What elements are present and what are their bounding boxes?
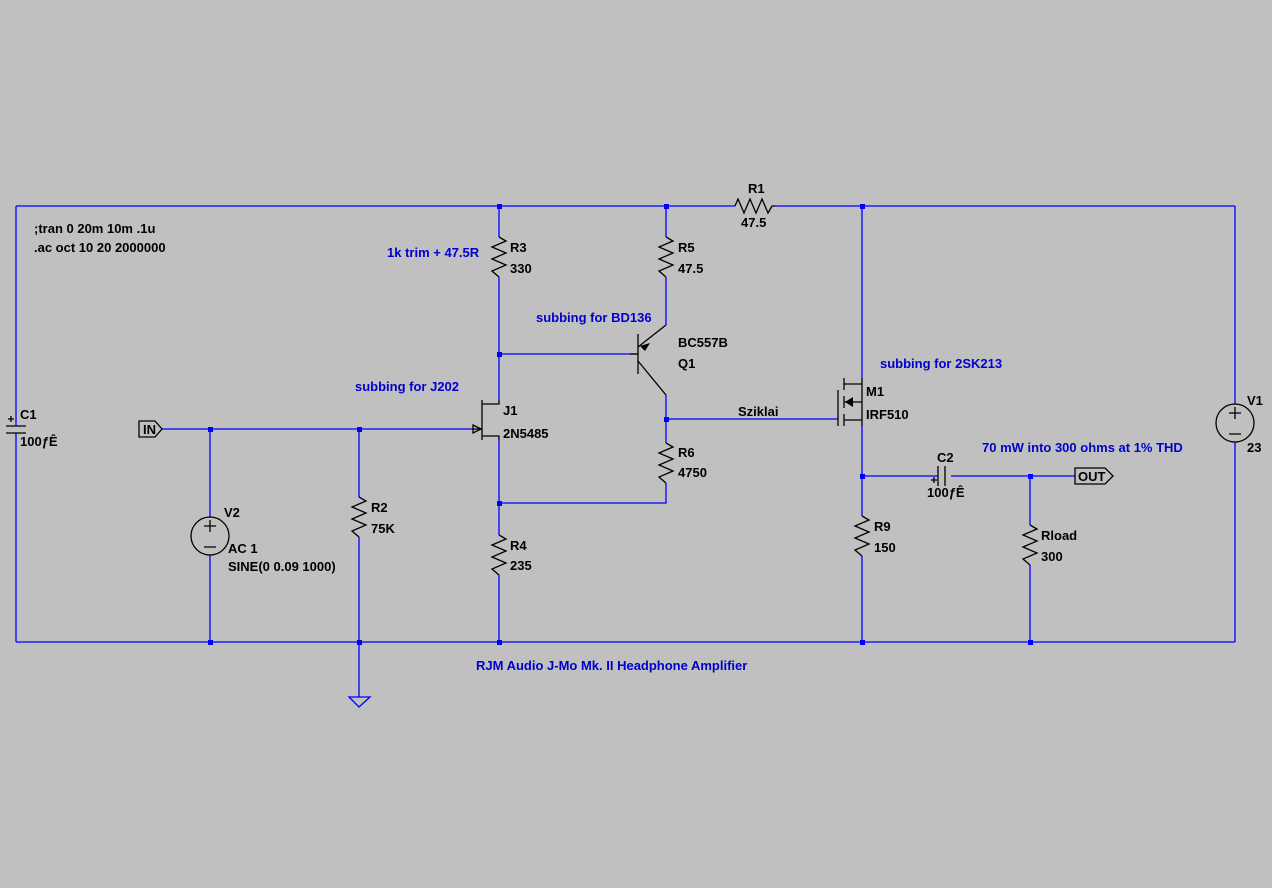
resistor-r3-symbol: [490, 236, 508, 278]
comment-2sk213: subbing for 2SK213: [880, 356, 1002, 371]
q1-model: BC557B: [678, 335, 728, 350]
sziklai-label: Sziklai: [738, 404, 778, 419]
voltage-source-v1-icon: [1215, 403, 1255, 443]
r9-value: 150: [874, 540, 896, 555]
r6-name: R6: [678, 445, 695, 460]
c1-name: C1: [20, 407, 37, 422]
r4-name: R4: [510, 538, 527, 553]
r5-value: 47.5: [678, 261, 703, 276]
v2-value: AC 1: [228, 541, 258, 556]
m1-model: IRF510: [866, 407, 909, 422]
r1-value: 47.5: [741, 215, 766, 230]
v2-name: V2: [224, 505, 240, 520]
jfet-j1-symbol: [472, 400, 500, 440]
resistor-r9-symbol: [853, 515, 871, 557]
wires: [15, 205, 1236, 697]
v1-name: V1: [1247, 393, 1263, 408]
r2-name: R2: [371, 500, 388, 515]
resistor-r1-symbol: [734, 197, 775, 215]
v2-sine: SINE(0 0.09 1000): [228, 559, 336, 574]
resistor-r4-symbol: [490, 534, 508, 576]
mosfet-m1-symbol: [837, 378, 863, 426]
c2-value: 100ƒÊ: [927, 485, 965, 500]
comment-j202: subbing for J202: [355, 379, 459, 394]
r6-value: 4750: [678, 465, 707, 480]
c2-name: C2: [937, 450, 954, 465]
rload-value: 300: [1041, 549, 1063, 564]
resistor-r2-symbol: [350, 496, 368, 538]
v1-value: 23: [1247, 440, 1261, 455]
c1-value: 100ƒÊ: [20, 434, 58, 449]
capacitor-c1-symbol: [6, 416, 26, 434]
input-port-flag: IN: [138, 420, 163, 438]
q1-name: Q1: [678, 356, 695, 371]
rload-name: Rload: [1041, 528, 1077, 543]
capacitor-c2-symbol: [931, 466, 946, 486]
input-port-label: IN: [143, 422, 156, 437]
output-port-label: OUT: [1078, 469, 1106, 484]
r1-name: R1: [748, 181, 765, 196]
directive-ac: .ac oct 10 20 2000000: [34, 240, 166, 255]
r4-value: 235: [510, 558, 532, 573]
j1-name: J1: [503, 403, 517, 418]
directive-tran: ;tran 0 20m 10m .1u: [34, 221, 155, 236]
comment-trim: 1k trim + 47.5R: [387, 245, 480, 260]
j1-model: 2N5485: [503, 426, 549, 441]
junctions: [208, 204, 1033, 645]
ground-icon: [347, 696, 372, 708]
output-port-flag: OUT: [1074, 467, 1114, 485]
voltage-source-v2-icon: [190, 516, 230, 556]
r5-name: R5: [678, 240, 695, 255]
schematic-title: RJM Audio J-Mo Mk. II Headphone Amplifie…: [476, 658, 747, 673]
r9-name: R9: [874, 519, 891, 534]
bjt-q1-symbol: [630, 324, 667, 396]
resistor-r6-symbol: [657, 442, 675, 484]
comment-bd136: subbing for BD136: [536, 310, 652, 325]
r3-name: R3: [510, 240, 527, 255]
resistor-r5-symbol: [657, 236, 675, 278]
comment-output-power: 70 mW into 300 ohms at 1% THD: [982, 440, 1183, 455]
resistor-rload-symbol: [1021, 524, 1039, 566]
m1-name: M1: [866, 384, 884, 399]
r2-value: 75K: [371, 521, 395, 536]
r3-value: 330: [510, 261, 532, 276]
